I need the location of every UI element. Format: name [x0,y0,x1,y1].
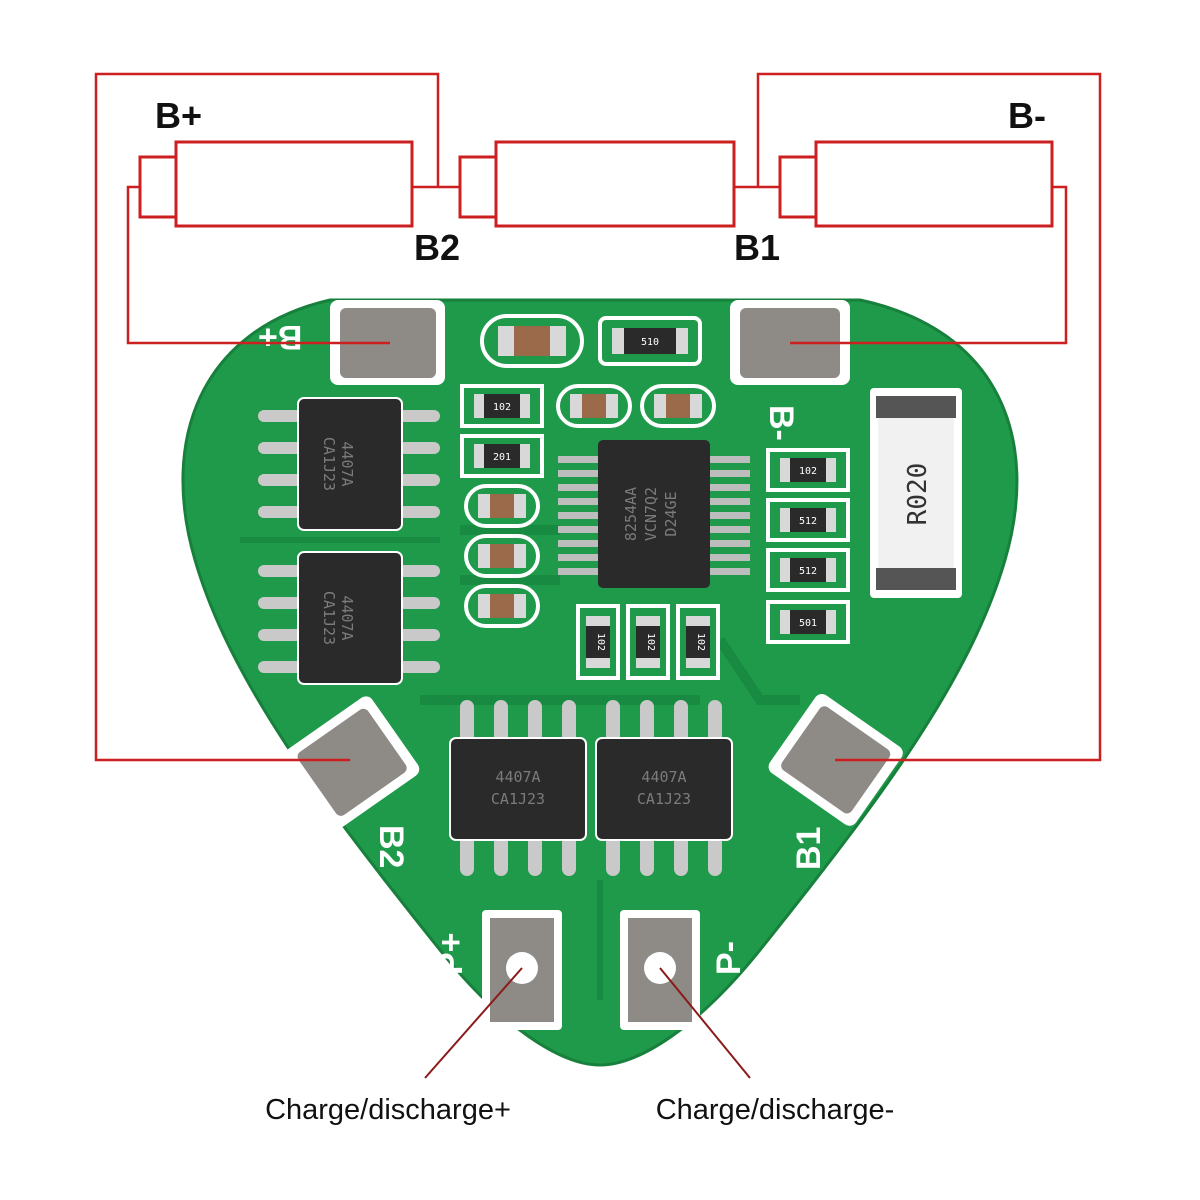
pad-p-plus [482,910,562,1030]
ic-marking: 8254AA [622,487,640,541]
mosfet-marking: CA1J23 [320,591,338,645]
capacitor [480,314,584,368]
silk-p-plus: P+ [432,932,470,975]
smd-marking: 512 [799,566,817,577]
caption-charge-plus: Charge/discharge+ [265,1094,511,1126]
pad-b2 [285,696,420,829]
mosfet-marking: CA1J23 [320,437,338,491]
mosfet-bottom-right: 4407A CA1J23 [595,700,733,876]
resistor: 201 [460,434,544,478]
mosfet-left-bottom: 4407A CA1J23 [258,551,440,685]
ic-marking: VCN7Q2 [642,487,660,541]
smd-marking: 201 [493,452,511,463]
resistor: 102 [460,384,544,428]
protection-ic: 8254AA VCN7Q2 D24GE [558,440,750,588]
resistor: 512 [766,548,850,592]
resistor: 102 [576,604,620,680]
wire-b1-outer [756,72,1102,762]
leader-lines [424,967,751,1079]
label-b2: B2 [414,227,460,268]
shunt-marking: R020 [903,463,933,526]
shunt-resistor: R020 [870,388,962,598]
capacitor [640,384,716,428]
resistor: 102 [676,604,720,680]
resistor: 512 [766,498,850,542]
silk-b-plus: B+ [258,318,302,356]
resistor: 510 [598,316,702,366]
capacitor [464,484,540,528]
mosfet-marking: CA1J23 [637,790,691,808]
label-b-plus: B+ [155,95,202,136]
silk-p-minus: P- [710,941,748,975]
smd-marking: 102 [799,466,817,477]
smd-marking: 102 [695,633,706,651]
smd-marking: 512 [799,516,817,527]
silk-b1: B1 [790,827,828,870]
smd-marking: 102 [645,633,656,651]
battery-cell-left [138,140,414,228]
capacitor [464,534,540,578]
silk-b2: B2 [372,825,410,868]
wiring [94,72,1102,762]
smd-marking: 102 [595,633,606,651]
leader-charge-minus [659,967,751,1079]
wire-b-plus [126,185,390,345]
mosfet-bottom-left: 4407A CA1J23 [449,700,587,876]
silk-b-minus: B- [762,405,800,441]
wire-b2-outer [94,72,440,762]
battery-cell-right [778,140,1054,228]
smd-marking: 501 [799,618,817,629]
caption-charge-minus: Charge/discharge- [656,1094,895,1126]
capacitor [464,584,540,628]
mosfet-marking: 4407A [338,441,356,486]
battery-cell-middle [458,140,736,228]
resistor: 102 [626,604,670,680]
label-b1: B1 [734,227,780,268]
capacitor [556,384,632,428]
leader-charge-plus [424,967,523,1079]
mosfet-marking: 4407A [641,768,686,786]
mosfet-marking: 4407A [495,768,540,786]
smd-marking: 102 [493,402,511,413]
pad-p-minus [620,910,700,1030]
pcb-trace [240,537,603,1000]
pcb-trace [420,525,800,705]
wire-b-minus [790,185,1068,345]
mosfet-marking: 4407A [338,595,356,640]
mosfet-left-top: 4407A CA1J23 [258,397,440,531]
label-b-minus: B- [1008,95,1046,136]
resistor: 102 [766,448,850,492]
smd-marking: 510 [641,337,659,348]
ic-marking: D24GE [662,491,680,536]
mosfet-marking: CA1J23 [491,790,545,808]
resistor: 501 [766,600,850,644]
